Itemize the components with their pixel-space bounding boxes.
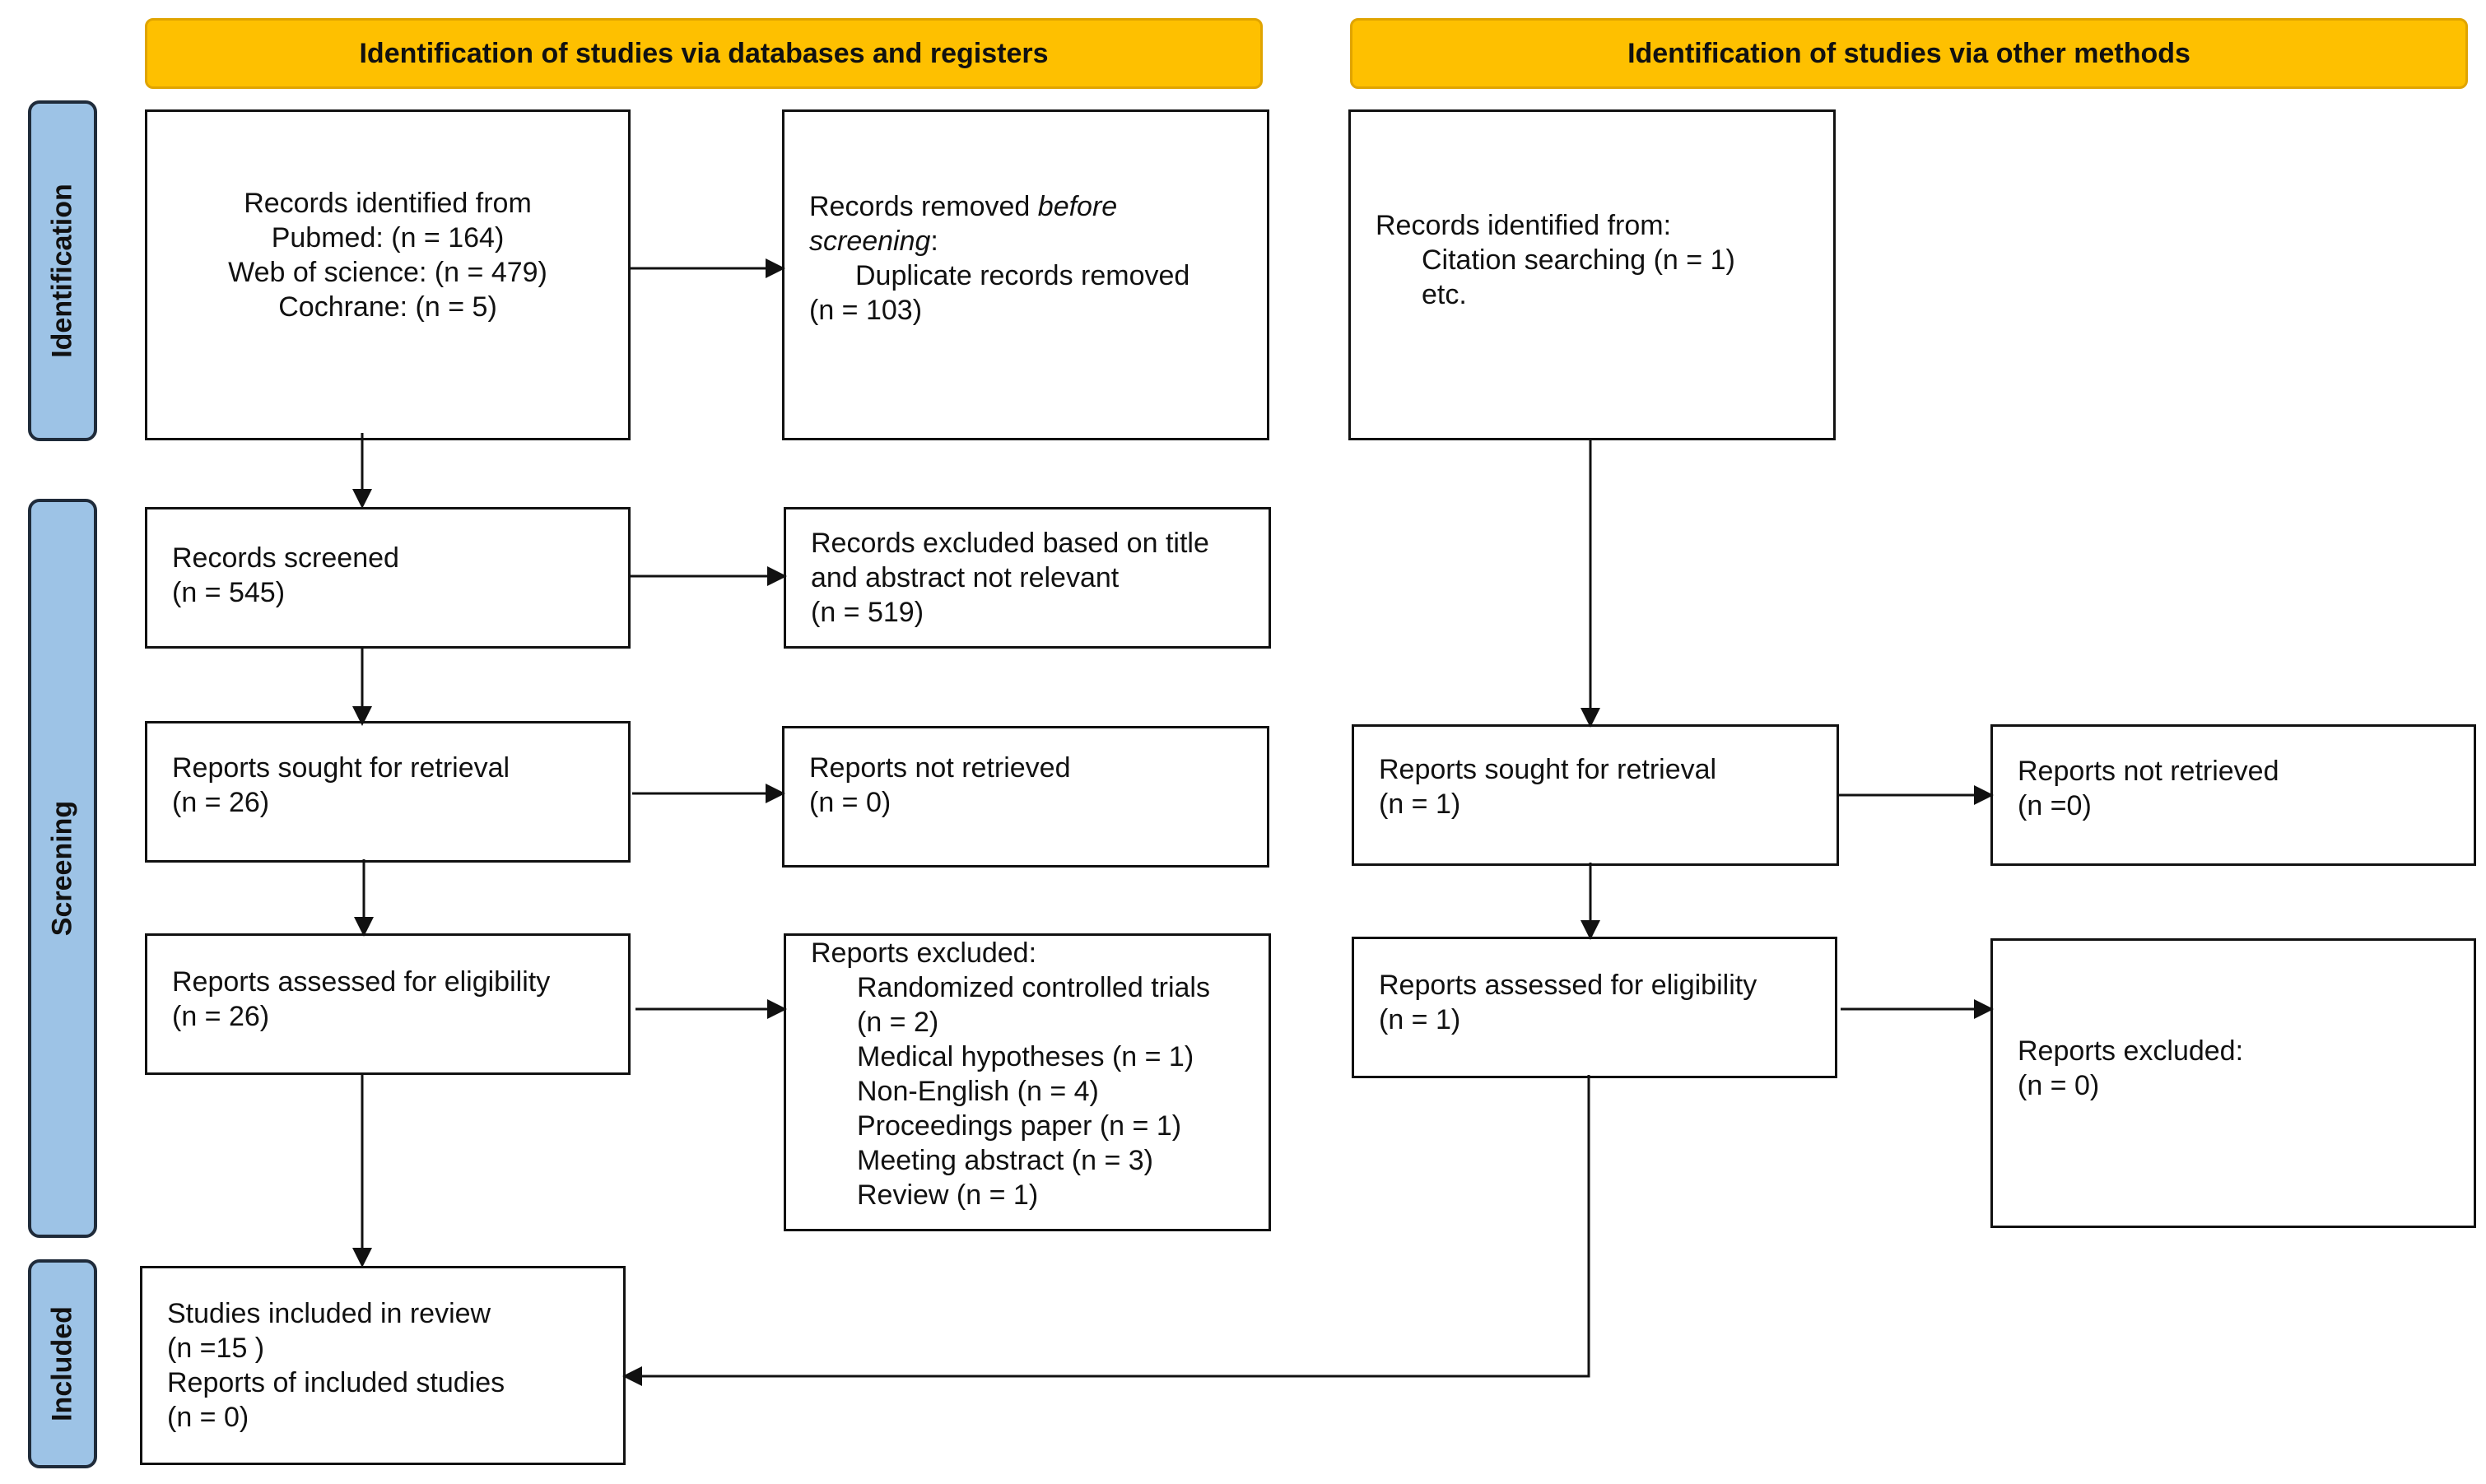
studies-included-label: Studies included in review xyxy=(167,1298,491,1329)
reports-excluded-box: Reports excluded: Randomized controlled … xyxy=(784,933,1271,1231)
reports-included-count: (n = 0) xyxy=(167,1402,249,1433)
arrowhead-other-identified-to-sought xyxy=(1581,708,1600,728)
other-reports-not-retrieved-label: Reports not retrieved xyxy=(2018,756,2279,787)
arrowhead-other-sought-to-assessed xyxy=(1581,920,1600,940)
reports-included-label: Reports of included studies xyxy=(167,1367,505,1398)
arrowhead-identified-to-removed xyxy=(766,258,785,278)
arrowhead-screened-to-excluded xyxy=(767,566,787,586)
records-removed-italic-screening: screening xyxy=(809,226,931,257)
reports-assessed-count: (n = 26) xyxy=(172,1001,270,1032)
arrowhead-assessed-to-excluded xyxy=(767,999,787,1019)
other-methods-header: Identification of studies via other meth… xyxy=(1350,18,2468,89)
studies-included-count: (n =15 ) xyxy=(167,1333,265,1364)
records-excluded-count: (n = 519) xyxy=(811,597,924,628)
records-identified-box: Records identified from Pubmed: (n = 164… xyxy=(145,109,631,440)
other-reports-sought-box: Reports sought for retrieval (n = 1) xyxy=(1352,724,1839,866)
arrow-other-assessed-to-included xyxy=(642,1075,1590,1378)
duplicate-records-count: (n = 103) xyxy=(809,295,923,326)
records-excluded-box: Records excluded based on title and abst… xyxy=(784,507,1271,649)
reports-not-retrieved-count: (n = 0) xyxy=(809,787,892,818)
arrowhead-other-assessed-to-included xyxy=(622,1366,642,1386)
reports-sought-count: (n = 26) xyxy=(172,787,270,818)
reports-excluded-title: Reports excluded: xyxy=(811,937,1037,969)
arrowhead-sought-to-not-retrieved xyxy=(766,784,785,803)
databases-registers-header: Identification of studies via databases … xyxy=(145,18,1263,89)
records-identified-line1: Records identified from xyxy=(244,188,532,219)
records-removed-colon: : xyxy=(930,226,938,257)
records-removed-italic-before: before xyxy=(1037,191,1118,222)
reports-assessed-label: Reports assessed for eligibility xyxy=(172,966,551,998)
other-reports-assessed-count: (n = 1) xyxy=(1379,1004,1461,1035)
arrowhead-other-sought-to-not-retrieved xyxy=(1974,785,1994,805)
excluded-reason-rct-count: (n = 2) xyxy=(857,1007,939,1038)
other-reports-not-retrieved-count: (n =0) xyxy=(2018,790,2092,821)
reports-sought-box: Reports sought for retrieval (n = 26) xyxy=(145,721,631,863)
reports-not-retrieved-label: Reports not retrieved xyxy=(809,752,1071,784)
arrowhead-sought-to-assessed xyxy=(354,917,374,937)
reports-not-retrieved-box: Reports not retrieved (n = 0) xyxy=(782,726,1269,868)
excluded-reason-proceedings: Proceedings paper (n = 1) xyxy=(857,1110,1182,1142)
other-reports-excluded-count: (n = 0) xyxy=(2018,1070,2100,1101)
other-reports-excluded-box: Reports excluded: (n = 0) xyxy=(1990,938,2476,1228)
records-excluded-line1: Records excluded based on title xyxy=(811,528,1209,559)
records-screened-count: (n = 545) xyxy=(172,577,286,608)
included-phase-bar: Included xyxy=(28,1259,97,1468)
records-removed-prefix: Records removed xyxy=(809,191,1038,222)
other-methods-header-text: Identification of studies via other meth… xyxy=(1627,37,2190,69)
arrowhead-assessed-to-included xyxy=(352,1248,372,1268)
excluded-reason-meeting-abstract: Meeting abstract (n = 3) xyxy=(857,1145,1154,1176)
reports-assessed-box: Reports assessed for eligibility (n = 26… xyxy=(145,933,631,1075)
other-reports-assessed-label: Reports assessed for eligibility xyxy=(1379,970,1757,1001)
records-screened-box: Records screened (n = 545) xyxy=(145,507,631,649)
records-removed-box: Records removed before screening: Duplic… xyxy=(782,109,1269,440)
other-records-identified-box: Records identified from: Citation search… xyxy=(1348,109,1836,440)
excluded-reason-review: Review (n = 1) xyxy=(857,1179,1039,1211)
duplicate-records-label: Duplicate records removed xyxy=(855,260,1190,291)
databases-registers-header-text: Identification of studies via databases … xyxy=(359,37,1049,69)
studies-included-box: Studies included in review (n =15 ) Repo… xyxy=(140,1266,626,1465)
reports-sought-label: Reports sought for retrieval xyxy=(172,752,510,784)
records-identified-cochrane: Cochrane: (n = 5) xyxy=(278,291,497,323)
screening-phase-bar: Screening xyxy=(28,499,97,1238)
other-records-identified-label: Records identified from: xyxy=(1376,210,1672,241)
arrowhead-other-assessed-to-excluded xyxy=(1974,999,1994,1019)
records-identified-wos: Web of science: (n = 479) xyxy=(228,257,547,288)
arrowhead-screened-to-sought xyxy=(352,706,372,726)
records-screened-label: Records screened xyxy=(172,542,399,574)
excluded-reason-non-english: Non-English (n = 4) xyxy=(857,1076,1099,1107)
other-records-etc: etc. xyxy=(1422,279,1467,310)
citation-searching-count: Citation searching (n = 1) xyxy=(1422,244,1735,276)
records-identified-pubmed: Pubmed: (n = 164) xyxy=(271,222,505,254)
excluded-reason-rct: Randomized controlled trials xyxy=(857,972,1210,1003)
other-reports-sought-count: (n = 1) xyxy=(1379,789,1461,820)
other-reports-assessed-box: Reports assessed for eligibility (n = 1) xyxy=(1352,937,1837,1078)
identification-phase-bar: Identification xyxy=(28,100,97,441)
other-reports-not-retrieved-box: Reports not retrieved (n =0) xyxy=(1990,724,2476,866)
other-reports-excluded-label: Reports excluded: xyxy=(2018,1035,2244,1067)
arrowhead-identified-to-screened xyxy=(352,489,372,509)
other-reports-sought-label: Reports sought for retrieval xyxy=(1379,754,1717,785)
excluded-reason-hypotheses: Medical hypotheses (n = 1) xyxy=(857,1041,1194,1072)
records-excluded-line2: and abstract not relevant xyxy=(811,562,1120,593)
